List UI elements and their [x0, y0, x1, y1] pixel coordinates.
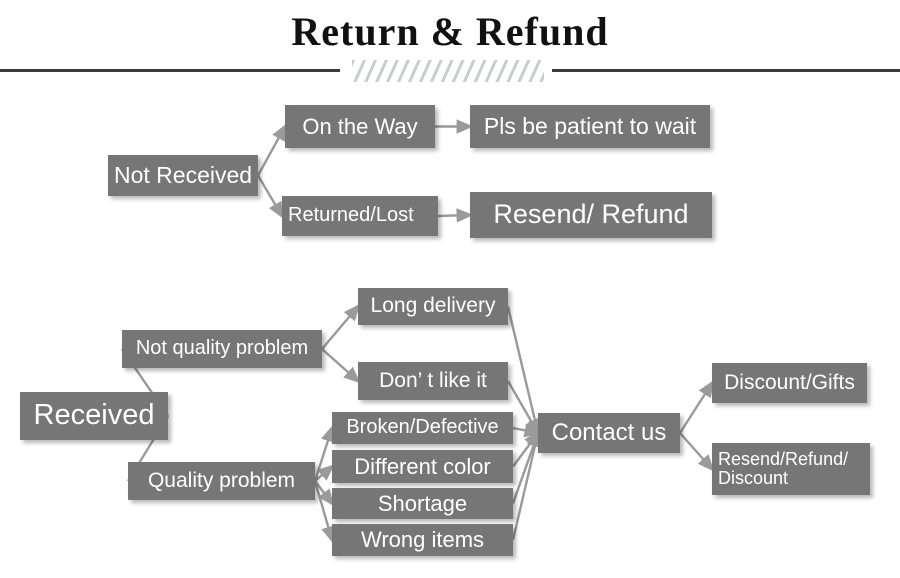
node-label: Resend/Refund/ Discount: [718, 448, 849, 488]
node-wrong-items: Wrong items: [332, 524, 513, 556]
node-label: Resend/ Refund: [493, 199, 689, 230]
edge-contact-us-to-resend-refund-discount: [679, 432, 715, 472]
node-label: Different color: [354, 453, 491, 479]
node-resend-refund: Resend/ Refund: [470, 192, 712, 238]
node-pls-be-patient: Pls be patient to wait: [470, 105, 710, 148]
node-label: Not Received: [114, 162, 253, 189]
node-label: Discount/Gifts: [724, 370, 855, 394]
node-returned-lost: Returned/Lost: [282, 196, 438, 236]
node-label: Contact us: [551, 419, 667, 447]
edge-not-quality-to-long-delivery: [321, 303, 361, 350]
edge-wrong-items-to-contact-us: [511, 429, 542, 541]
edge-quality-to-wrong-items: [313, 480, 336, 544]
edge-returned-lost-to-resend-refund: [437, 208, 474, 223]
node-not-quality: Not quality problem: [122, 330, 322, 368]
edge-shortage-to-contact-us: [511, 429, 541, 504]
edge-broken-defective-to-contact-us: [512, 423, 542, 438]
node-label: Long delivery: [370, 294, 496, 318]
node-label: Returned/Lost: [288, 204, 414, 227]
edge-not-received-to-returned-lost: [256, 174, 284, 219]
edge-not-quality-to-dont-like-it: [321, 348, 361, 384]
node-label: Pls be patient to wait: [483, 113, 697, 140]
node-label: Received: [33, 399, 155, 432]
node-resend-refund-discount: Resend/Refund/ Discount: [712, 443, 870, 495]
node-on-the-way: On the Way: [285, 105, 435, 148]
node-dont-like-it: Don’ t like it: [358, 362, 508, 400]
node-label: Wrong items: [360, 527, 485, 553]
node-discount-gifts: Discount/Gifts: [712, 363, 867, 403]
edge-quality-to-broken-defective: [313, 424, 335, 482]
node-broken-defective: Broken/Defective: [332, 412, 513, 444]
node-label: Broken/Defective: [346, 416, 499, 439]
node-shortage: Shortage: [332, 488, 513, 519]
node-label: Shortage: [377, 490, 468, 516]
node-not-received: Not Received: [108, 155, 258, 196]
divider-line-left: [0, 69, 340, 72]
node-quality: Quality problem: [128, 462, 315, 500]
node-label: Not quality problem: [135, 337, 309, 360]
node-long-delivery: Long delivery: [358, 288, 508, 325]
edge-not-received-to-on-the-way: [256, 123, 287, 177]
diagonal-hatch-divider-icon: [352, 60, 544, 82]
node-label: Don’ t like it: [379, 368, 487, 392]
node-contact-us: Contact us: [538, 413, 680, 453]
edge-contact-us-to-discount-gifts: [678, 380, 714, 434]
node-different-color: Different color: [332, 450, 513, 483]
node-label: Quality problem: [147, 468, 296, 492]
node-received: Received: [20, 392, 168, 440]
divider-line-right: [552, 69, 900, 72]
edge-quality-to-different-color: [314, 464, 335, 482]
node-label: On the Way: [302, 113, 418, 139]
edge-quality-to-shortage: [314, 480, 335, 507]
page-title: Return & Refund: [291, 9, 609, 54]
edge-different-color-to-contact-us: [512, 430, 541, 468]
